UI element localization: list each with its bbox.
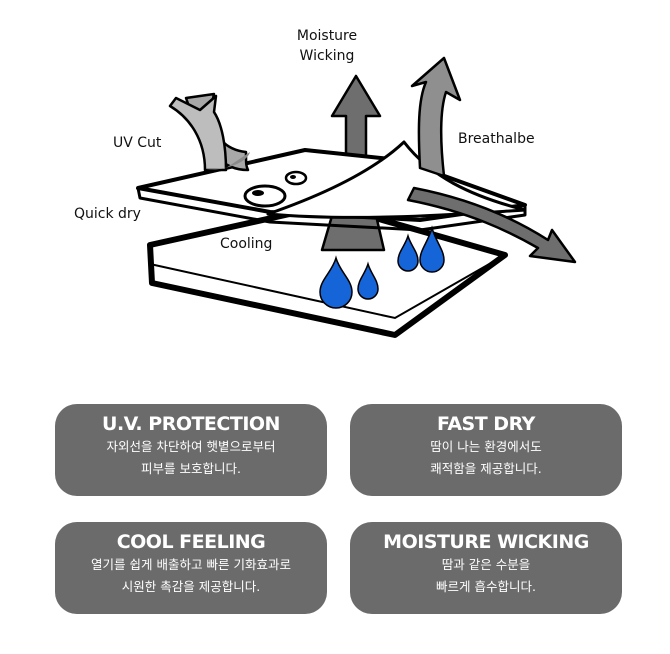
water-beads: [243, 170, 308, 208]
card-title: COOL FEELING: [116, 531, 266, 553]
card-line: 자외선을 차단하여 햇볕으로부터: [106, 439, 276, 454]
card-title: MOISTURE WICKING: [383, 531, 589, 553]
label-moisture-line1: Moisture: [297, 28, 357, 44]
card-line: 빠르게 흡수합니다.: [436, 579, 536, 594]
card-line: 땀이 나는 환경에서도: [430, 439, 542, 454]
fast-dry-card: FAST DRY 땀이 나는 환경에서도 쾌적함을 제공합니다.: [350, 404, 622, 496]
label-moisture-line2: Wicking: [300, 48, 355, 64]
moisture-wicking-card: MOISTURE WICKING 땀과 같은 수분을 빠르게 흡수합니다.: [350, 522, 622, 614]
label-cooling: Cooling: [220, 236, 272, 252]
card-title: U.V. PROTECTION: [102, 413, 280, 435]
label-quick-dry: Quick dry: [74, 206, 141, 222]
card-line: 열기를 쉽게 배출하고 빠른 기화효과로: [91, 557, 291, 572]
card-line: 피부를 보호합니다.: [141, 461, 241, 476]
fabric-layer-diagram: Moisture Wicking UV Cut Breathalbe Quick…: [74, 28, 577, 338]
card-line: 쾌적함을 제공합니다.: [430, 461, 542, 476]
water-drop-icons: [319, 225, 445, 309]
label-breathable: Breathalbe: [458, 131, 535, 147]
uv-cut-arrow: [168, 92, 250, 172]
breathable-arrow: [406, 56, 577, 264]
card-title: FAST DRY: [437, 413, 535, 435]
bottom-fabric-layer: [147, 202, 508, 338]
uv-protection-card: U.V. PROTECTION 자외선을 차단하여 햇볕으로부터 피부를 보호합…: [55, 404, 327, 496]
label-uv-cut: UV Cut: [113, 135, 162, 151]
cool-feeling-card: COOL FEELING 열기를 쉽게 배출하고 빠른 기화효과로 시원한 촉감…: [55, 522, 327, 614]
card-line: 땀과 같은 수분을: [441, 557, 531, 572]
card-line: 시원한 촉감을 제공합니다.: [121, 579, 261, 594]
